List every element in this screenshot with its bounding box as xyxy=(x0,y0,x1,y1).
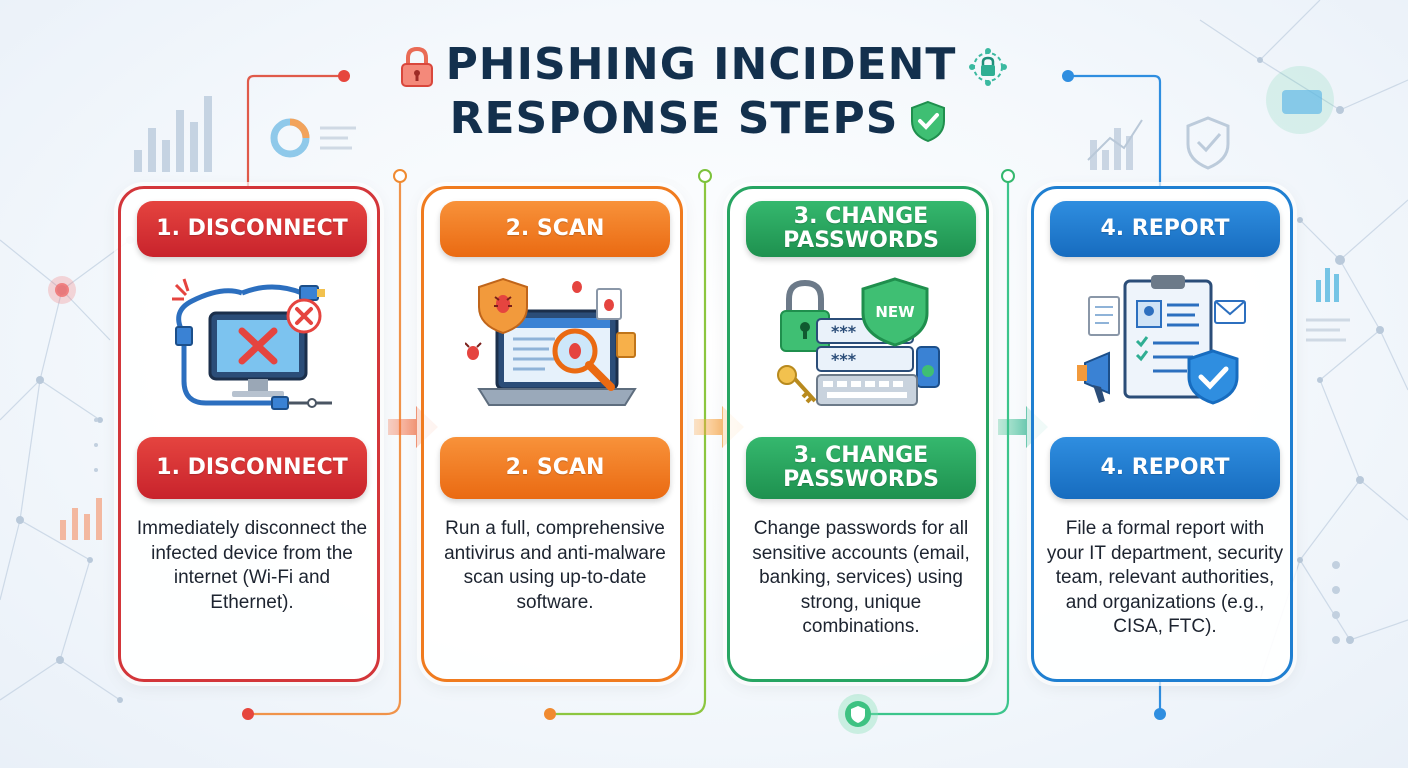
step-4-description: File a formal report with your IT depart… xyxy=(1046,518,1284,637)
new-badge-text: NEW xyxy=(875,303,915,321)
step-4-header: 4. REPORT xyxy=(1050,201,1280,257)
padlock-icon xyxy=(400,46,433,87)
password-mask-text-2: *** xyxy=(831,350,857,369)
title-line-2: RESPONSE STEPS xyxy=(0,92,1408,146)
step-card-scan: 2. SCAN 2. SCAN Run a full, comprehensiv… xyxy=(421,186,683,682)
step-1-description: Immediately disconnect the infected devi… xyxy=(136,518,368,613)
shield-check-icon xyxy=(911,100,946,143)
step-2-header: 2. SCAN xyxy=(440,201,670,257)
page-title: PHISHING INCIDENT RESPONSE STEPS xyxy=(0,38,1408,146)
incident-report-icon xyxy=(1077,275,1246,405)
password-change-icon: *** *** NEW xyxy=(777,277,940,406)
disconnected-computer-icon xyxy=(172,278,332,410)
step-4-title: 4. REPORT xyxy=(1050,437,1280,499)
step-3-description: Change passwords for all sensitive accou… xyxy=(752,518,970,637)
step-1-header: 1. DISCONNECT xyxy=(137,201,367,257)
password-mask-text: *** xyxy=(831,322,857,341)
step-card-report: 4. REPORT 4. REPORT File a formal report… xyxy=(1031,186,1293,682)
step-2-description: Run a full, comprehensive antivirus and … xyxy=(444,518,666,613)
title-line-1: PHISHING INCIDENT xyxy=(0,38,1408,92)
network-lock-icon xyxy=(969,48,1008,86)
step-2-title: 2. SCAN xyxy=(440,437,670,499)
malware-scan-laptop-icon xyxy=(465,277,637,406)
step-card-disconnect: 1. DISCONNECT 1. DISCONNECT Immediately … xyxy=(118,186,380,682)
step-1-title: 1. DISCONNECT xyxy=(137,437,367,499)
